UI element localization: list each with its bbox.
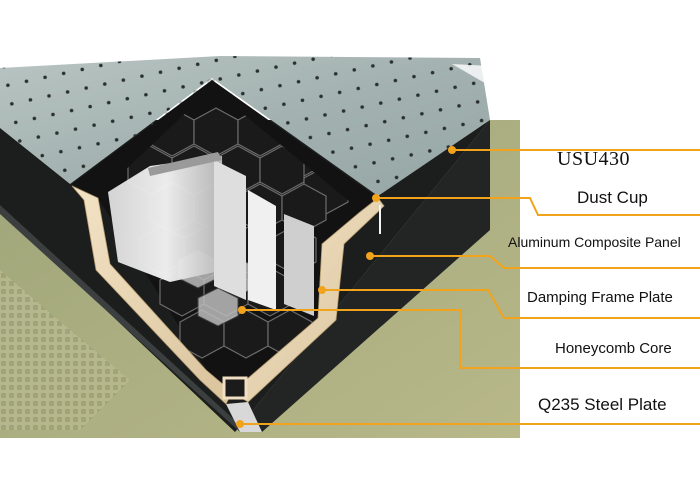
label-honeycomb-core: Honeycomb Core [555, 340, 672, 357]
label-dust-cup: Dust Cup [577, 188, 648, 207]
leader-aluminum-panel [370, 255, 700, 269]
leader-lines [240, 149, 700, 425]
label-q235-steel-plate: Q235 Steel Plate [538, 395, 667, 414]
leader-dust-cup [376, 197, 700, 216]
leader-dots [236, 146, 456, 428]
label-aluminum-composite-panel: Aluminum Composite Panel [508, 234, 681, 250]
label-damping-frame-plate: Damping Frame Plate [527, 289, 673, 306]
leader-damping-frame [322, 289, 700, 319]
honeycomb-pit [71, 80, 385, 432]
leader-honeycomb-core [242, 309, 700, 369]
label-usu430: USU430 [557, 148, 631, 170]
